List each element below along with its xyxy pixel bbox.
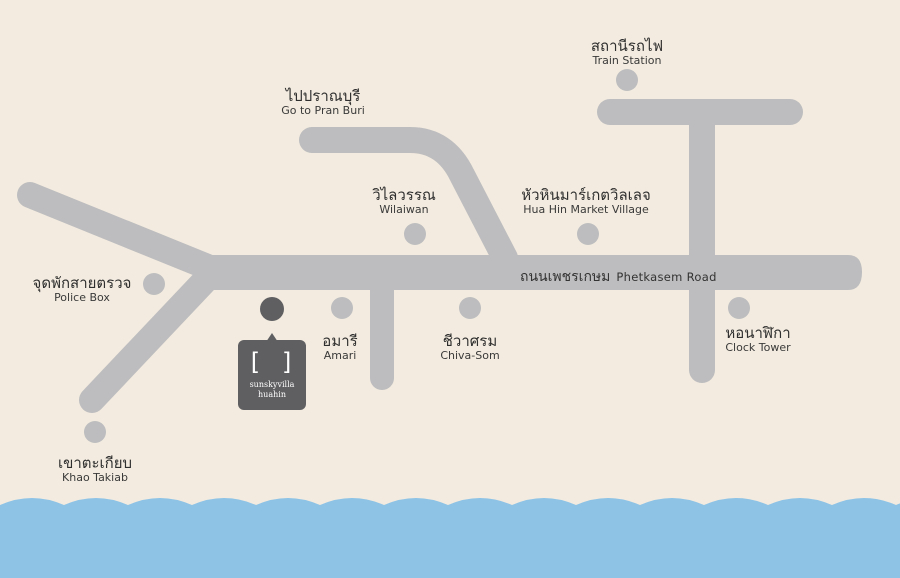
clock-tower-english: Clock Tower [725, 340, 791, 354]
hotel-name-line1: sunskyvilla [249, 380, 295, 389]
hotel-logo-mark: [ ] [247, 348, 297, 376]
train-station-thai: สถานีรถไฟ [590, 37, 664, 55]
khao-takiab-dot [84, 421, 106, 443]
clock-tower-label: หอนาฬิกา Clock Tower [725, 325, 790, 354]
hotel-pin-icon [260, 297, 284, 321]
pran-buri-english: Go to Pran Buri [281, 103, 365, 117]
pran-buri-label: ไปปราณบุรี Go to Pran Buri [281, 88, 365, 117]
police-box-thai: จุดพักสายตรวจ [32, 274, 132, 292]
hotel-marker[interactable]: [ ] sunskyvilla huahin [238, 340, 306, 410]
wilaiwan-label: วิไลวรรณ Wilaiwan [372, 187, 436, 216]
road-thai: ถนนเพชรเกษม [520, 269, 611, 285]
amari-label: อมารี Amari [322, 333, 357, 362]
police-box-english: Police Box [54, 290, 110, 304]
wilaiwan-thai: วิไลวรรณ [372, 186, 436, 204]
sea-waves [0, 498, 900, 578]
amari-thai: อมารี [322, 332, 358, 350]
road-northwest [17, 182, 228, 283]
hotel-box-pointer [266, 333, 278, 342]
police-box-label: จุดพักสายตรวจ Police Box [33, 275, 132, 304]
clock-tower-dot [728, 297, 750, 319]
train-station-dot [616, 69, 638, 91]
market-village-dot [577, 223, 599, 245]
pran-buri-thai: ไปปราณบุรี [285, 87, 361, 105]
road-southwest [79, 257, 228, 413]
hotel-name-line2: huahin [258, 390, 286, 400]
market-village-thai: หัวหินมาร์เกตวิลเลจ [521, 186, 651, 204]
train-station-english: Train Station [592, 53, 662, 67]
chiva-som-dot [459, 297, 481, 319]
road-english: Phetkasem Road [616, 270, 717, 284]
chiva-som-thai: ชีวาศรม [442, 332, 498, 350]
khao-takiab-thai: เขาตะเกียบ [57, 454, 133, 472]
market-village-english: Hua Hin Market Village [523, 202, 649, 216]
chiva-som-english: Chiva-Som [440, 348, 500, 362]
clock-tower-thai: หอนาฬิกา [725, 324, 791, 342]
market-village-label: หัวหินมาร์เกตวิลเลจ Hua Hin Market Villa… [521, 187, 651, 216]
amari-dot [331, 297, 353, 319]
khao-takiab-label: เขาตะเกียบ Khao Takiab [58, 455, 132, 484]
phetkasem-road-label: ถนนเพชรเกษม Phetkasem Road [520, 266, 717, 288]
chiva-som-label: ชีวาศรม Chiva-Som [440, 333, 499, 362]
road-pran-buri [299, 127, 518, 271]
train-station-label: สถานีรถไฟ Train Station [591, 38, 663, 67]
police-box-dot [143, 273, 165, 295]
wilaiwan-dot [404, 223, 426, 245]
amari-english: Amari [323, 348, 357, 362]
wilaiwan-english: Wilaiwan [379, 202, 429, 216]
khao-takiab-english: Khao Takiab [62, 470, 128, 484]
